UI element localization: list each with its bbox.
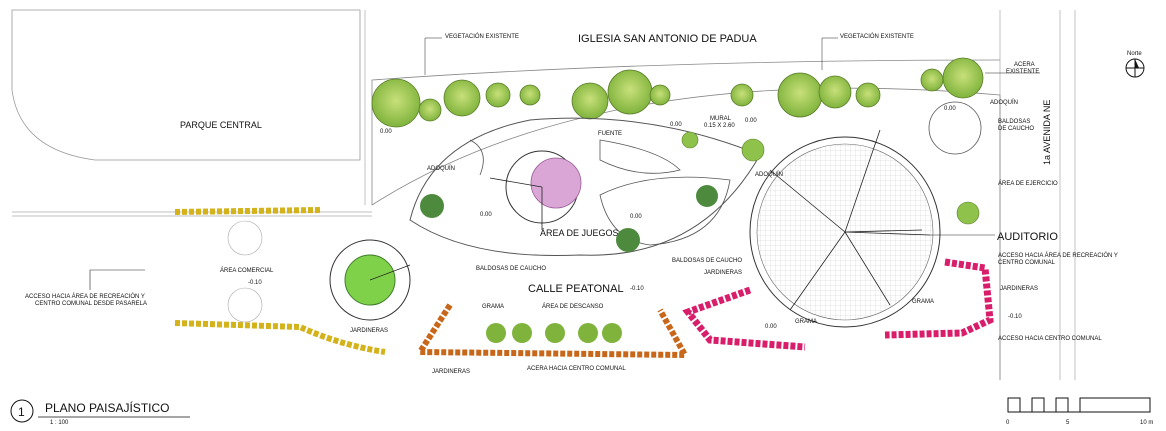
svg-text:10 m: 10 m bbox=[1140, 420, 1153, 426]
rest-area-trees bbox=[486, 323, 622, 343]
svg-text:-0.10: -0.10 bbox=[248, 280, 262, 286]
svg-text:-0.10: -0.10 bbox=[1008, 314, 1022, 320]
scale-bar: 0 5 10 m bbox=[1006, 397, 1153, 426]
grama-right-label: GRAMA bbox=[912, 299, 934, 305]
church-label: IGLESIA SAN ANTONIO DE PADUA bbox=[578, 33, 757, 45]
play-area bbox=[530, 157, 582, 209]
jardineras-bottom-label: JARDINERAS bbox=[432, 369, 470, 375]
veg-left-label: VEGETACIÓN EXISTENTE bbox=[445, 33, 519, 40]
north-arrow-icon bbox=[1125, 58, 1145, 78]
avenue-label: 1a AVENIDA NE bbox=[1042, 100, 1052, 165]
north-label: Norte bbox=[1127, 51, 1142, 57]
calle-peatonal-label: CALLE PEATONAL bbox=[528, 283, 624, 295]
svg-text:5: 5 bbox=[1066, 420, 1070, 426]
svg-text:0.00: 0.00 bbox=[765, 324, 777, 330]
svg-text:-0.10: -0.10 bbox=[630, 286, 644, 292]
baldosas-left-label: BALDOSAS DE CAUCHO bbox=[476, 266, 546, 272]
area-comercial-label: ÁREA COMERCIAL bbox=[220, 267, 274, 274]
area-ejercicio-label: ÁREA DE EJERCICIO bbox=[998, 180, 1058, 187]
auditorio-radii bbox=[769, 129, 931, 311]
svg-text:0: 0 bbox=[1006, 420, 1010, 426]
adoquin-mid-label: ADOQUÍN bbox=[755, 171, 783, 178]
veg-right-label: VEGETACIÓN EXISTENTE bbox=[840, 33, 914, 40]
svg-text:0.00: 0.00 bbox=[380, 129, 392, 135]
planter-yellow-top bbox=[174, 207, 321, 215]
adoquin-right-label: ADOQUÍN bbox=[990, 99, 1018, 106]
svg-text:0.00: 0.00 bbox=[944, 106, 956, 112]
svg-text:0.00: 0.00 bbox=[745, 118, 757, 124]
drawing-number: 1 bbox=[18, 405, 25, 419]
planter-red-left bbox=[682, 286, 806, 351]
svg-text:0.00: 0.00 bbox=[630, 214, 642, 220]
planter-red-right bbox=[884, 258, 994, 339]
planter-orange bbox=[414, 303, 691, 359]
auditorio-label: AUDITORIO bbox=[997, 231, 1058, 243]
drawing-title: PLANO PAISAJÍSTICO bbox=[45, 400, 169, 415]
grama-center-label: GRAMA bbox=[482, 304, 504, 310]
parque-central-label: PARQUE CENTRAL bbox=[180, 120, 262, 130]
jardineras-left-label: JARDINERAS bbox=[350, 328, 388, 334]
svg-text:0.00: 0.00 bbox=[480, 212, 492, 218]
drawing-scale: 1 : 100 bbox=[50, 420, 69, 426]
baldosas-mid-label: BALDOSAS DE CAUCHO bbox=[672, 258, 742, 264]
grama-mid-label: GRAMA bbox=[795, 319, 817, 325]
planter-yellow-bottom bbox=[174, 320, 386, 355]
area-descanso-label: ÁREA DE DESCANSO bbox=[542, 303, 604, 310]
parque-central-block bbox=[11, 9, 361, 161]
svg-text:0.00: 0.00 bbox=[670, 122, 682, 128]
acceso-centro-label: ACCESO HACIA CENTRO COMUNAL bbox=[998, 336, 1102, 342]
jardineras-top-label: JARDINERAS bbox=[704, 270, 742, 276]
level-markers: 0.00 0.00 0.00 0.00 0.00 -0.10 -0.10 -0.… bbox=[248, 106, 1022, 330]
jardineras-right-label: JARDINERAS bbox=[1000, 286, 1038, 292]
existing-trees bbox=[371, 57, 984, 128]
fuente-label: FUENTE bbox=[598, 131, 622, 137]
adoquin-left-label: ADOQUÍN bbox=[427, 165, 455, 172]
area-juegos-label: ÁREA DE JUEGOS bbox=[540, 228, 619, 238]
acera-centro-label: ACERA HACIA CENTRO COMUNAL bbox=[527, 366, 626, 372]
